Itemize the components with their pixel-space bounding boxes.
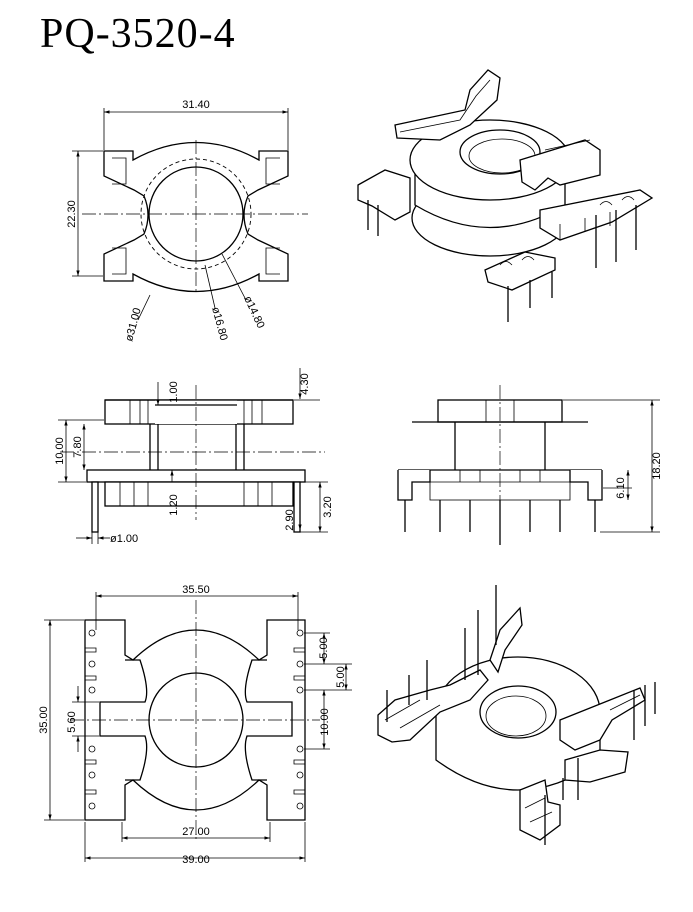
bottom-view: 35.50 35.00 5.60 5.00 5.00 10.00 — [38, 584, 352, 866]
dim-pitch-c: 10.00 — [319, 708, 331, 736]
dim-front-height: 18.20 — [651, 452, 663, 480]
dim-side-pin-top: 2.90 — [284, 509, 296, 530]
dim-pin-diameter: ø1.00 — [110, 533, 138, 545]
dim-side-pin-bottom: 3.20 — [322, 496, 334, 517]
drawing-title: PQ-3520-4 — [40, 11, 236, 57]
dim-side-inner: 7.80 — [72, 436, 84, 457]
dim-top-height: 22.30 — [66, 200, 78, 228]
dim-side-height: 10.00 — [54, 437, 66, 465]
iso-view-top — [357, 69, 654, 322]
dim-bottom-gap: 5.60 — [66, 711, 78, 732]
dim-bottom-outer: 39.00 — [182, 854, 210, 866]
dim-d-dashed: ø16.80 — [209, 306, 229, 342]
side-view: 4.30 1.00 10.00 7.80 1.20 3.20 2.90 ø1.0… — [54, 368, 334, 545]
dim-pitch-b: 5.00 — [335, 666, 347, 687]
dim-side-1: 1.00 — [168, 381, 180, 402]
front-view: 18.20 6.10 — [397, 385, 663, 545]
dim-front-pin: 6.10 — [615, 477, 627, 498]
dim-pitch-a: 5.00 — [318, 637, 330, 658]
dim-d-inner: ø14.80 — [241, 294, 266, 330]
dim-bottom-height: 35.00 — [38, 706, 50, 734]
dim-bottom-width: 35.50 — [182, 584, 210, 596]
dim-d-outer: ø31.00 — [123, 307, 143, 343]
top-view: 31.40 22.30 ø31.00 ø16.80 ø14.80 — [66, 99, 308, 343]
dim-side-flange: 1.20 — [168, 494, 180, 515]
iso-view-bottom — [377, 585, 656, 845]
dim-top-width: 31.40 — [182, 99, 210, 111]
dim-bottom-inner: 27.00 — [182, 826, 210, 838]
dim-side-top: 4.30 — [299, 373, 311, 394]
